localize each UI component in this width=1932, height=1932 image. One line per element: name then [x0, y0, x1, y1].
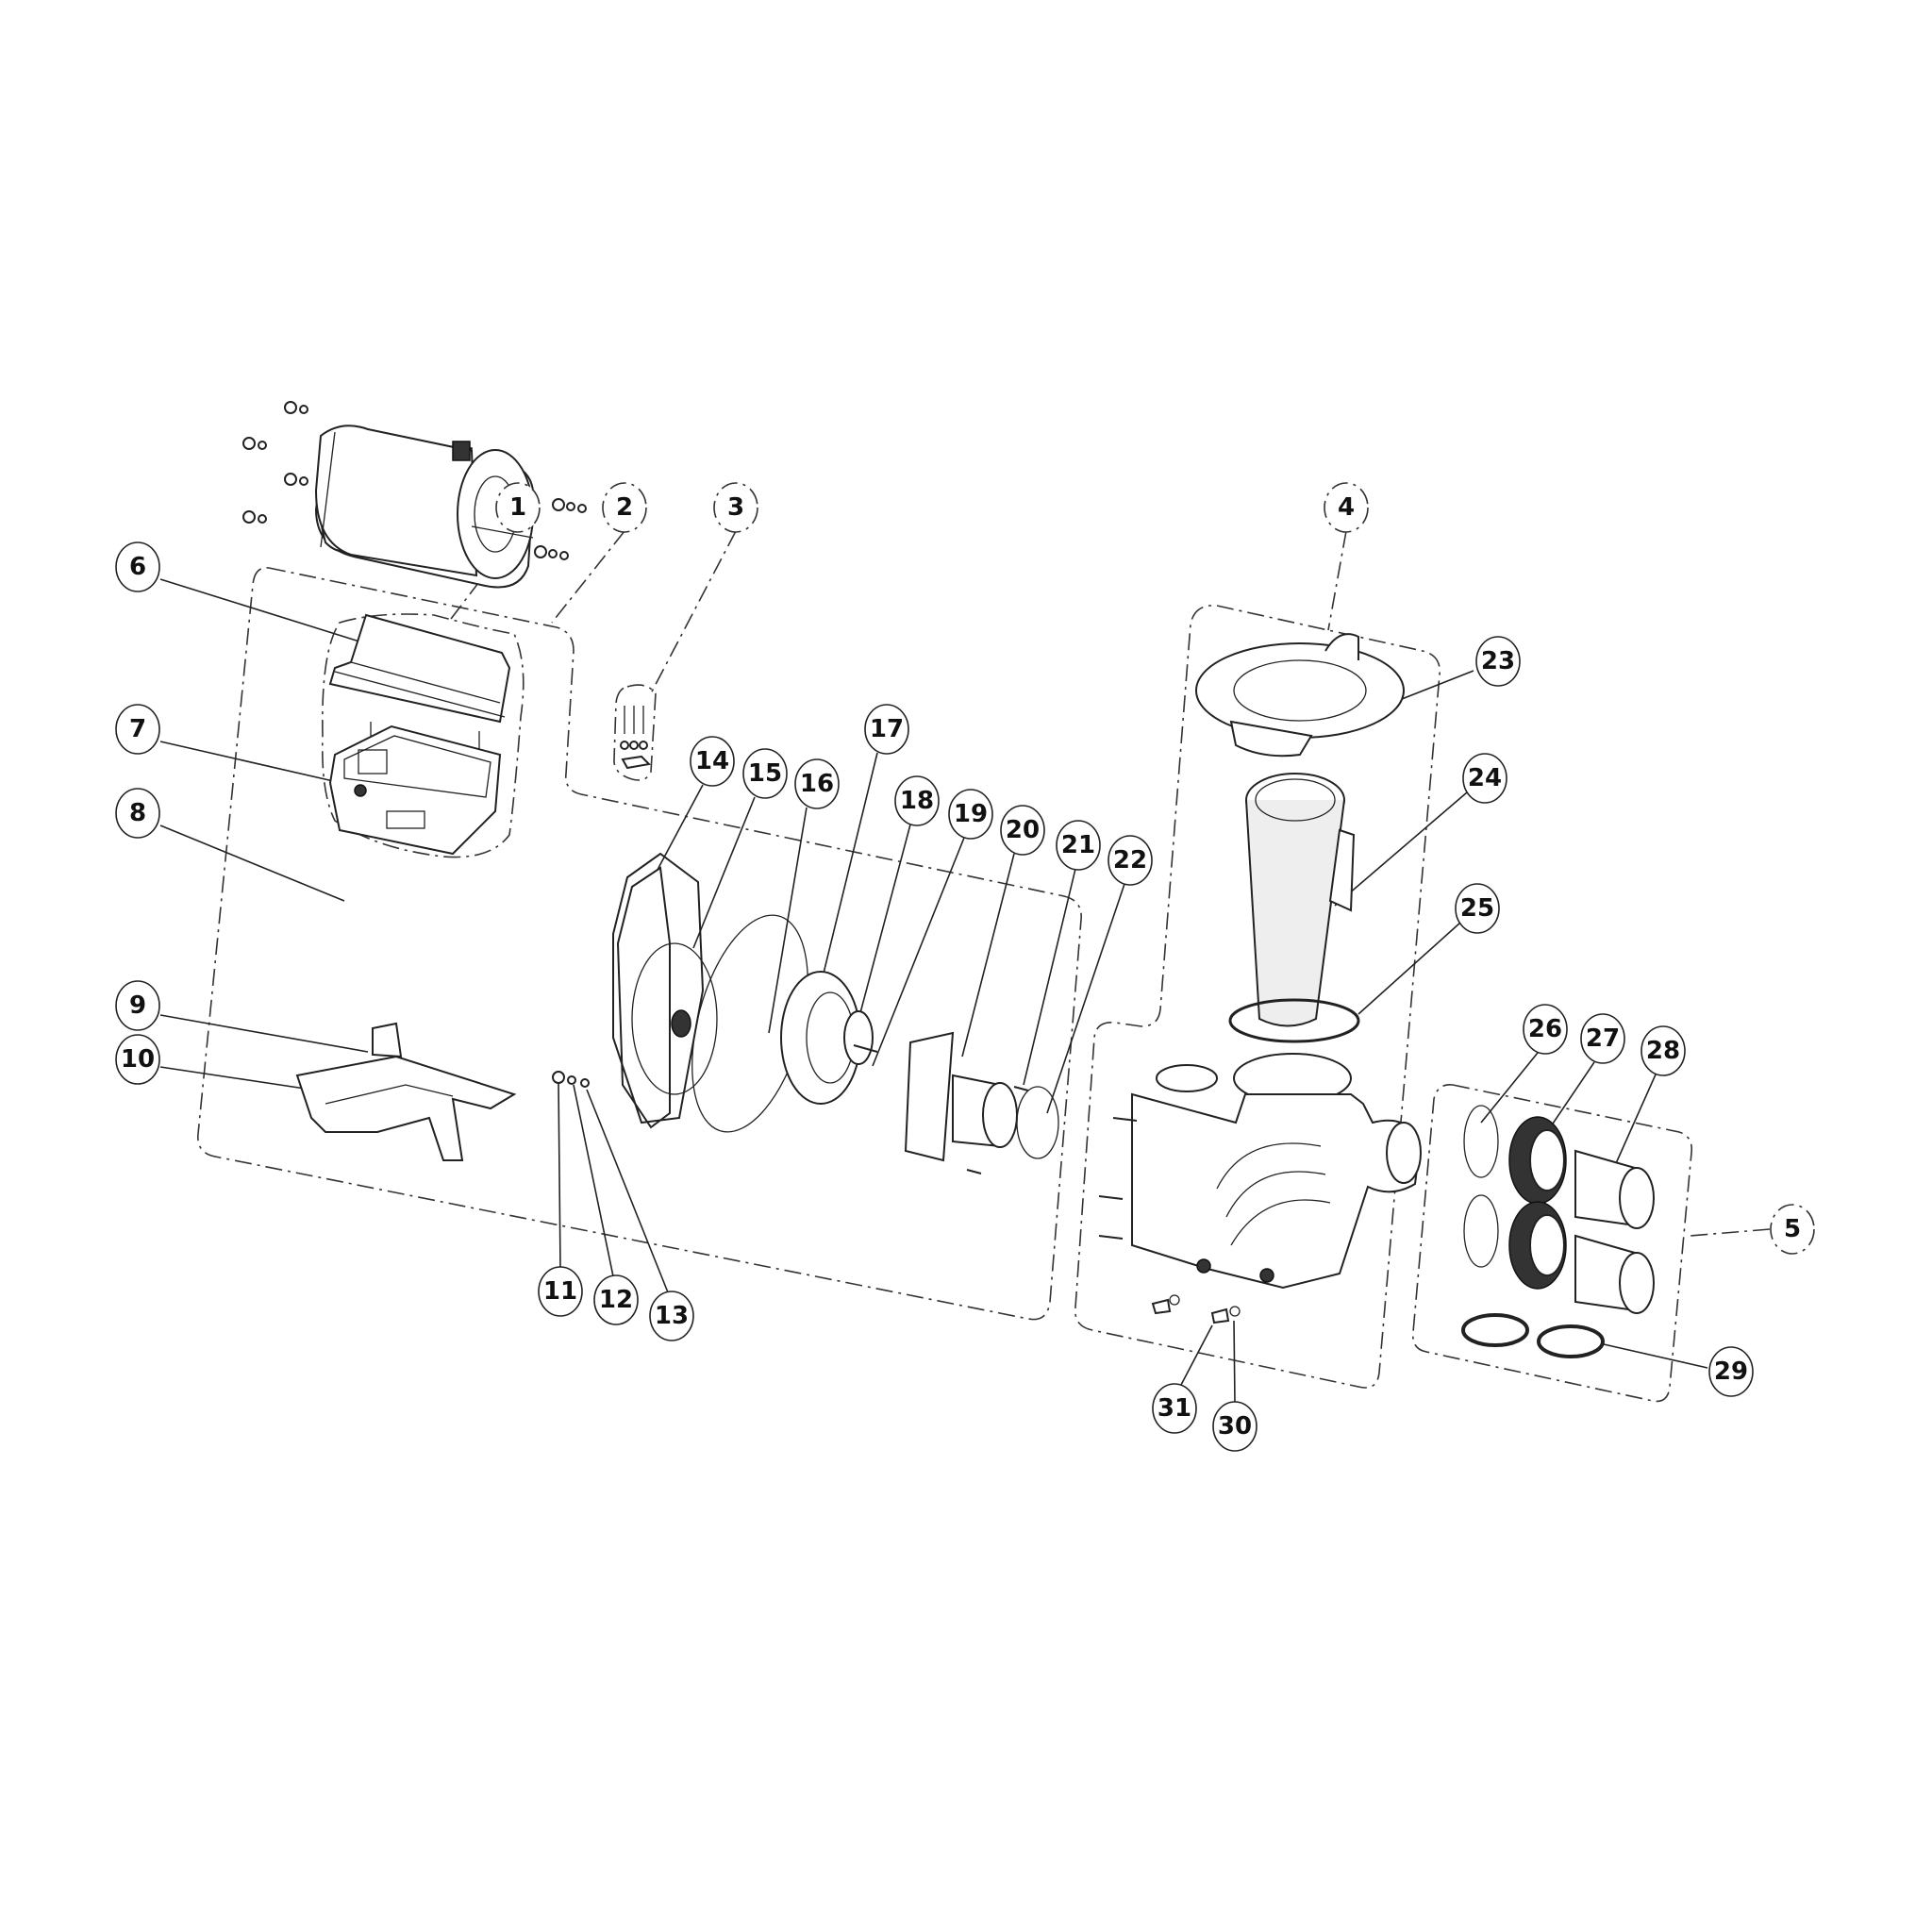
callout-19[interactable]: 19: [948, 789, 993, 840]
part-26-29-unions: [1461, 1105, 1655, 1358]
part-17-impeller: [780, 971, 874, 1105]
part-nuts-left: [242, 401, 308, 524]
svg-text:22: 22: [1113, 846, 1147, 874]
callout-6[interactable]: 6: [115, 541, 160, 592]
svg-text:9: 9: [129, 991, 146, 1020]
svg-text:1: 1: [509, 493, 526, 522]
part-11-13-fasteners: [534, 498, 590, 1088]
svg-text:19: 19: [954, 800, 988, 828]
group-4-outline: [1074, 605, 1441, 1389]
callout-17[interactable]: 17: [864, 704, 909, 755]
motor-final: [314, 425, 534, 579]
part-7-control-box-base: [328, 722, 502, 856]
svg-text:31: 31: [1158, 1394, 1191, 1423]
part-pump-housing: [1098, 1053, 1422, 1290]
callout-5[interactable]: 5: [1770, 1204, 1815, 1255]
callout-7[interactable]: 7: [115, 704, 160, 755]
callout-24[interactable]: 24: [1462, 753, 1507, 804]
callout-27[interactable]: 27: [1580, 1013, 1625, 1064]
svg-text:25: 25: [1460, 894, 1494, 923]
callout-21[interactable]: 21: [1056, 820, 1101, 871]
callout-8[interactable]: 8: [115, 788, 160, 839]
svg-text:12: 12: [599, 1286, 633, 1314]
callout-22[interactable]: 22: [1108, 835, 1153, 886]
part-3-hardware: [620, 706, 652, 770]
callout-28[interactable]: 28: [1641, 1025, 1686, 1076]
callout-18[interactable]: 18: [894, 775, 940, 826]
svg-text:21: 21: [1061, 831, 1095, 859]
svg-text:29: 29: [1714, 1357, 1748, 1386]
svg-text:20: 20: [1006, 816, 1040, 844]
callout-3[interactable]: 3: [713, 482, 758, 533]
svg-text:15: 15: [748, 759, 782, 788]
callout-31[interactable]: 31: [1152, 1383, 1197, 1434]
part-9-10-base: [295, 1022, 517, 1161]
svg-text:4: 4: [1338, 493, 1355, 522]
callout-9[interactable]: 9: [115, 980, 160, 1031]
part-14-seal-plate: [612, 852, 718, 1129]
callout-10[interactable]: 10: [115, 1034, 160, 1085]
callout-15[interactable]: 15: [742, 748, 788, 799]
svg-text:23: 23: [1481, 647, 1515, 675]
svg-text:14: 14: [695, 747, 729, 775]
part-24-basket: [1245, 773, 1356, 1027]
callout-12[interactable]: 12: [593, 1274, 639, 1325]
part-21-screw-2: [966, 1169, 982, 1174]
svg-text:28: 28: [1646, 1037, 1680, 1065]
callout-2[interactable]: 2: [602, 482, 647, 533]
callout-29[interactable]: 29: [1708, 1346, 1754, 1397]
svg-text:30: 30: [1218, 1412, 1252, 1441]
part-6-control-box-lid: [328, 613, 511, 724]
svg-text:7: 7: [129, 715, 146, 743]
group-2-outline: [197, 567, 1082, 1321]
svg-text:13: 13: [655, 1302, 689, 1330]
svg-text:8: 8: [129, 799, 146, 827]
svg-text:6: 6: [129, 553, 146, 581]
part-20-diffuser: [904, 1031, 1018, 1162]
callout-1[interactable]: 1: [495, 482, 541, 533]
callouts: 1 2 3 4 5 6 7 8 9 10 11 12 13 14 15 16 1…: [115, 482, 1815, 1452]
svg-text:5: 5: [1784, 1215, 1801, 1243]
callout-14[interactable]: 14: [690, 736, 735, 787]
part-25-oring: [1228, 998, 1360, 1043]
part-23-lid: [1195, 633, 1405, 758]
callout-20[interactable]: 20: [1000, 805, 1045, 856]
svg-text:11: 11: [543, 1277, 577, 1306]
svg-text:18: 18: [900, 787, 934, 815]
part-22-oring: [1016, 1086, 1059, 1159]
callout-11[interactable]: 11: [538, 1266, 583, 1317]
group-3-outline: [613, 684, 657, 781]
callout-13[interactable]: 13: [649, 1291, 694, 1341]
callout-30[interactable]: 30: [1212, 1401, 1257, 1452]
callout-23[interactable]: 23: [1475, 636, 1521, 687]
svg-text:24: 24: [1468, 764, 1502, 792]
part-19-bolt: [853, 1044, 878, 1053]
svg-text:26: 26: [1528, 1015, 1562, 1043]
svg-text:3: 3: [727, 493, 744, 522]
leader-lines: [159, 530, 1771, 1404]
svg-text:10: 10: [121, 1045, 155, 1074]
callout-25[interactable]: 25: [1455, 883, 1500, 934]
svg-text:2: 2: [616, 493, 633, 522]
svg-text:27: 27: [1586, 1024, 1620, 1053]
group-1-outline: [321, 613, 525, 858]
callout-4[interactable]: 4: [1324, 482, 1369, 533]
part-21-screw: [1013, 1086, 1029, 1091]
callout-26[interactable]: 26: [1523, 1004, 1568, 1055]
part-30-31-drain-plugs: [1151, 1294, 1241, 1324]
svg-text:17: 17: [870, 715, 904, 743]
svg-text:16: 16: [800, 770, 834, 798]
callout-16[interactable]: 16: [794, 758, 840, 809]
